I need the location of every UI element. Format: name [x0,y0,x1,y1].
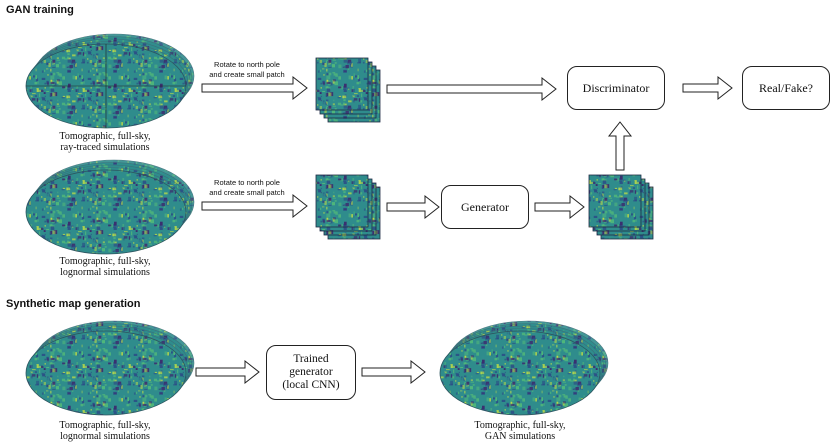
caption-lognormal-top: Tomographic, full-sky, lognormal simulat… [30,256,180,278]
patches-generated [588,174,654,240]
arrow-label-rotate-mid-line1: Rotate to north pole [214,178,280,187]
caption-gan-simulations: Tomographic, full-sky, GAN simulations [445,420,595,442]
patches-lognormal [315,174,381,240]
arrow-to-trained-generator [195,359,260,385]
trained-generator-line1: Trained [293,353,329,365]
real-fake-box: Real/Fake? [742,66,830,110]
arrow-to-discriminator [386,76,557,102]
arrow-label-rotate-top-line2: and create small patch [209,69,285,79]
map-lognormal-fullsky-top [25,159,195,255]
section-title-gan-training: GAN training [6,4,74,16]
generator-box: Generator [441,185,529,229]
arrow-rotate-mid [201,193,308,219]
caption-raytraced-line1: Tomographic, full-sky, [59,131,151,142]
caption-raytraced-line2: ray-traced simulations [60,142,150,153]
caption-lognormal-bottom-line1: Tomographic, full-sky, [59,420,151,431]
caption-lognormal-bottom: Tomographic, full-sky, lognormal simulat… [30,420,180,442]
arrow-label-rotate-mid: Rotate to north pole and create small pa… [198,178,296,197]
section-title-synthetic-map: Synthetic map generation [6,298,141,310]
caption-gan-sims-line2: GAN simulations [484,431,556,442]
arrow-generator-to-patches [534,194,585,220]
arrow-label-rotate-top-line1: Rotate to north pole [214,60,280,69]
caption-gan-sims-line1: Tomographic, full-sky, [474,420,566,431]
arrow-up-to-discriminator [607,121,633,171]
caption-lognormal-top-line1: Tomographic, full-sky, [59,256,151,267]
patches-raytraced [315,57,381,123]
trained-generator-box: Trained generator (local CNN) [266,345,356,400]
real-fake-label: Real/Fake? [759,80,813,95]
map-raytraced-fullsky [25,33,195,129]
map-gan-fullsky [439,320,609,416]
generator-label: Generator [461,199,509,214]
arrow-rotate-top [201,75,308,101]
caption-lognormal-bottom-line2: lognormal simulations [60,431,150,442]
trained-generator-line3: (local CNN) [282,379,340,391]
discriminator-box: Discriminator [567,66,665,110]
map-lognormal-fullsky-bottom [25,320,195,416]
arrow-label-rotate-top: Rotate to north pole and create small pa… [198,60,296,79]
caption-raytraced: Tomographic, full-sky, ray-traced simula… [30,131,180,153]
arrow-to-generator [386,194,440,220]
arrow-from-trained-generator [361,359,426,385]
caption-lognormal-top-line2: lognormal simulations [60,267,150,278]
discriminator-label: Discriminator [582,80,650,95]
arrow-label-rotate-mid-line2: and create small patch [209,187,285,197]
arrow-to-real-fake [682,75,733,101]
trained-generator-line2: generator [289,366,333,378]
